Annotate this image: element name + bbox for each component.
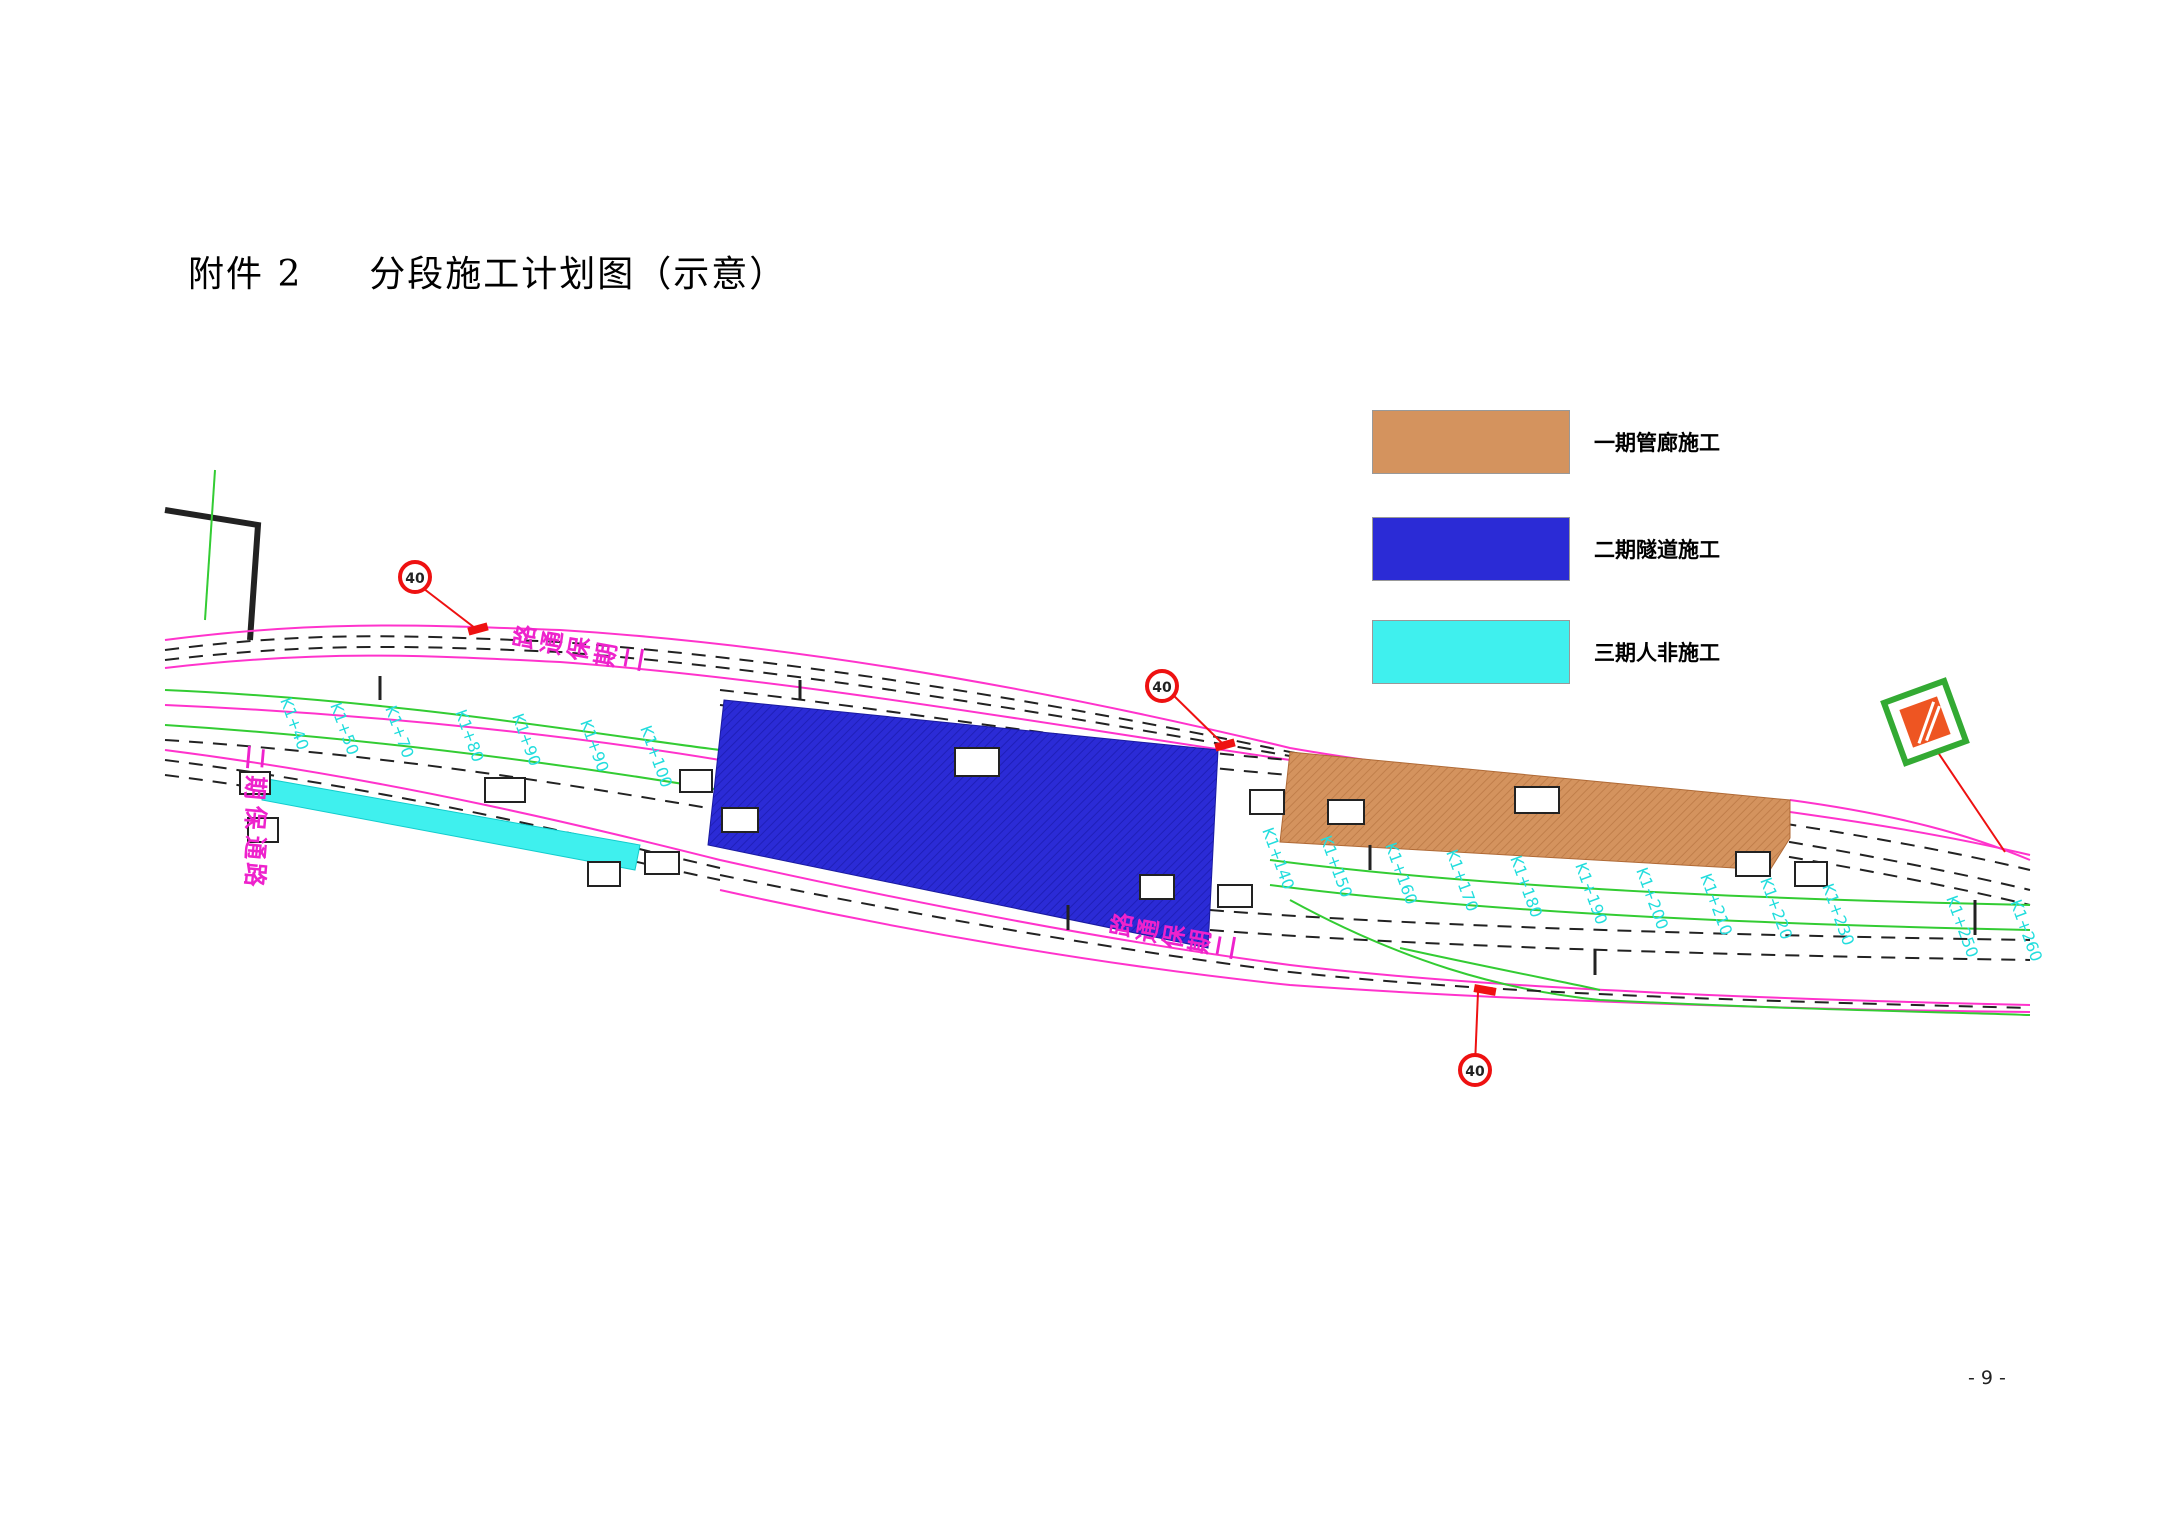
- svg-text:路: 路: [240, 861, 270, 888]
- svg-text:K1+220: K1+220: [1756, 875, 1796, 942]
- svg-text:通: 通: [536, 629, 568, 657]
- svg-text:K1+50: K1+50: [326, 700, 362, 758]
- zone-phase2-blue: [707, 699, 1219, 949]
- svg-text:K1+200: K1+200: [1632, 865, 1672, 932]
- svg-text:通: 通: [1132, 917, 1164, 945]
- signs: [239, 747, 1828, 908]
- speed-limit-sign-1: 40: [398, 560, 432, 594]
- svg-text:K1+180: K1+180: [1506, 853, 1546, 920]
- side-road-green: [204, 469, 216, 621]
- page-number: - 9 -: [1968, 1367, 2006, 1389]
- zone-phase3-cyan: [261, 777, 641, 871]
- legend-phase2: 二期隧道施工: [1372, 517, 1720, 581]
- legend-label-phase2: 二期隧道施工: [1594, 538, 1720, 562]
- road-edge-main-top: [164, 704, 721, 761]
- svg-text:二: 二: [240, 744, 270, 770]
- road-edge-ramp: [1789, 799, 2031, 861]
- svg-text:K1+100: K1+100: [636, 723, 676, 790]
- svg-text:K1+80: K1+80: [451, 707, 487, 765]
- svg-text:路: 路: [509, 622, 541, 651]
- barrier-leaders: [414, 581, 2006, 1066]
- speed-limit-sign-3: 40: [1458, 1053, 1492, 1087]
- legend-swatch-phase3: [1372, 620, 1570, 684]
- road-name-labels: 二 期 保 通 路 二 期 保 通 路 二 期 保 通 路: [240, 622, 1242, 961]
- svg-text:保: 保: [240, 803, 270, 831]
- svg-text:二: 二: [618, 645, 650, 673]
- legend-label-phase1: 一期管廊施工: [1594, 431, 1720, 455]
- detour-sign: [1880, 677, 1970, 767]
- svg-text:K1+210: K1+210: [1696, 871, 1736, 938]
- legend-phase3: 三期人非施工: [1372, 620, 1720, 684]
- svg-text:40: 40: [405, 571, 425, 587]
- road-edge-upper-bottom: [164, 654, 1291, 761]
- svg-text:期: 期: [1184, 928, 1216, 956]
- svg-text:K1+190: K1+190: [1571, 860, 1611, 927]
- svg-text:保: 保: [1158, 922, 1190, 952]
- svg-text:K1+230: K1+230: [1818, 881, 1858, 948]
- legend-label-phase3: 三期人非施工: [1594, 641, 1720, 665]
- svg-text:40: 40: [1465, 1064, 1485, 1080]
- svg-text:K1+70: K1+70: [381, 703, 417, 761]
- legend-phase1: 一期管廊施工: [1372, 410, 1720, 474]
- title-text: 分段施工计划图（示意）: [369, 254, 788, 295]
- svg-text:期: 期: [590, 641, 622, 669]
- barriers: [467, 622, 1497, 996]
- annex-label: 附件 2: [188, 254, 303, 295]
- svg-text:保: 保: [563, 634, 595, 664]
- svg-text:通: 通: [240, 834, 270, 860]
- road-ticks: [378, 676, 1977, 975]
- building-outline: [164, 507, 262, 641]
- green-lines: [164, 689, 2031, 1016]
- svg-text:二: 二: [1210, 933, 1242, 961]
- svg-text:K1+40: K1+40: [276, 695, 312, 753]
- legend-swatch-phase1: [1372, 410, 1570, 474]
- svg-text:40: 40: [1152, 680, 1172, 696]
- svg-text:期: 期: [240, 774, 270, 800]
- page-title: 附件 2 分段施工计划图（示意）: [188, 245, 787, 297]
- svg-text:K1+90: K1+90: [576, 717, 612, 775]
- road-edge-main-bottom: [164, 749, 2031, 1006]
- speed-limit-sign-2: 40: [1145, 669, 1179, 703]
- legend-swatch-phase2: [1372, 517, 1570, 581]
